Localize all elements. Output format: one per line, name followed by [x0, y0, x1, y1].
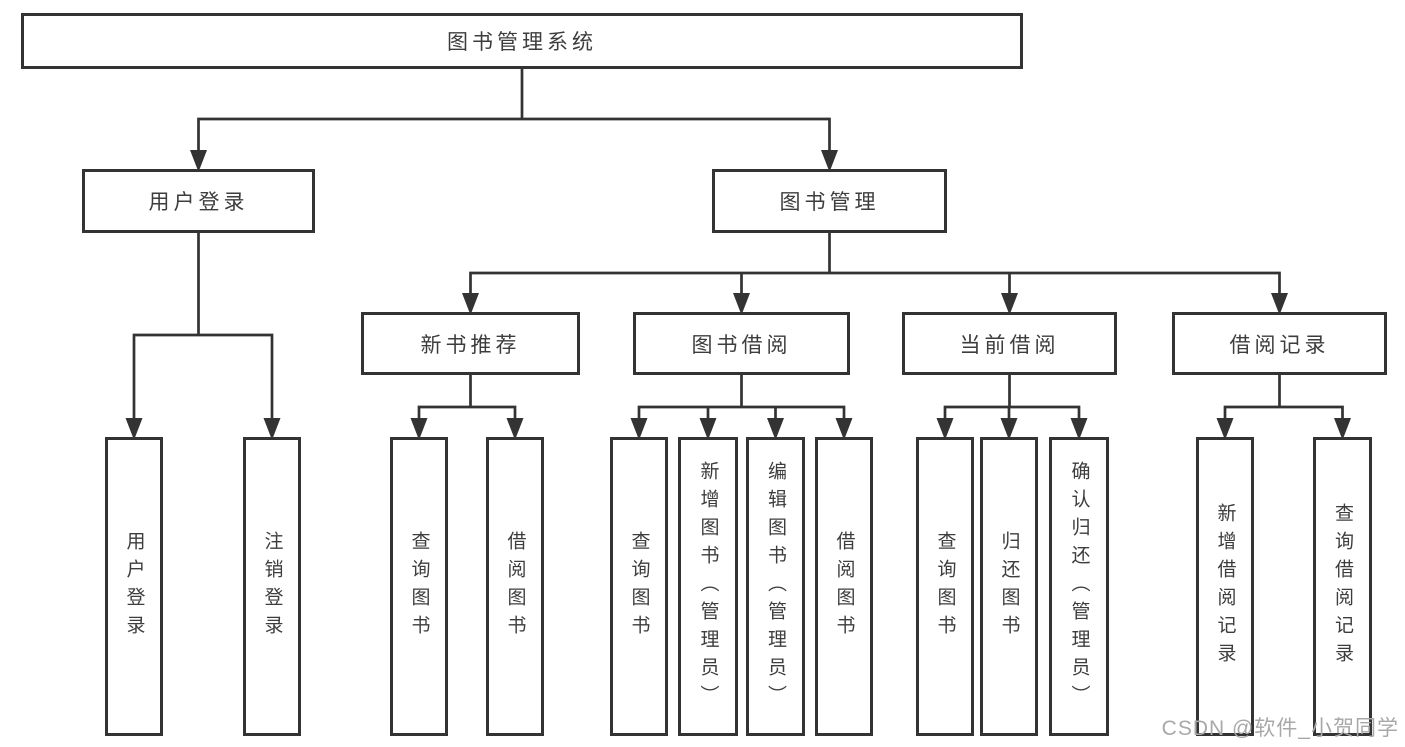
arrowhead-icon — [821, 150, 838, 172]
arrowhead-icon — [1216, 418, 1234, 440]
arrowhead-icon — [506, 418, 524, 440]
node-leaf-logout: 注销登录 — [243, 437, 301, 736]
arrowhead-icon — [936, 418, 954, 440]
node-leaf-query-book-rec: 查询图书 — [390, 437, 448, 736]
node-user-login: 用户登录 — [82, 169, 315, 233]
node-leaf-add-book: 新增图书（管理员） — [678, 437, 738, 736]
arrowhead-icon — [835, 418, 853, 440]
arrowhead-icon — [767, 418, 784, 440]
node-leaf-borrow-book: 借阅图书 — [815, 437, 873, 736]
arrowhead-icon — [699, 418, 717, 440]
arrowhead-icon — [1000, 418, 1018, 440]
arrowhead-icon — [1070, 418, 1088, 440]
node-current-borrow: 当前借阅 — [902, 312, 1117, 375]
node-borrow-record: 借阅记录 — [1172, 312, 1387, 375]
node-book-borrow: 图书借阅 — [633, 312, 850, 375]
node-leaf-return-book: 归还图书 — [980, 437, 1038, 736]
node-leaf-confirm-return: 确认归还（管理员） — [1049, 437, 1109, 736]
arrowhead-icon — [190, 150, 207, 172]
watermark-text: CSDN @软件_小贺同学 — [1161, 717, 1399, 740]
node-leaf-borrow-book-rec: 借阅图书 — [486, 437, 544, 736]
arrowhead-icon — [263, 418, 281, 440]
node-leaf-user-login: 用户登录 — [105, 437, 163, 736]
arrowhead-icon — [733, 293, 750, 315]
node-new-book-rec: 新书推荐 — [361, 312, 580, 375]
arrowhead-icon — [125, 418, 143, 440]
arrowhead-icon — [1001, 293, 1018, 315]
arrowhead-icon — [630, 418, 648, 440]
node-leaf-query-borrow-record: 查询借阅记录 — [1313, 437, 1372, 736]
arrowhead-icon — [1334, 418, 1351, 440]
node-root: 图书管理系统 — [21, 13, 1023, 69]
node-book-mgmt: 图书管理 — [712, 169, 947, 233]
arrowhead-icon — [410, 418, 428, 440]
arrowhead-icon — [1271, 293, 1288, 315]
node-leaf-query-book-borrow: 查询图书 — [610, 437, 668, 736]
node-leaf-add-borrow-record: 新增借阅记录 — [1196, 437, 1254, 736]
node-leaf-query-book-current: 查询图书 — [916, 437, 974, 736]
arrowhead-icon — [462, 293, 479, 315]
node-leaf-edit-book: 编辑图书（管理员） — [746, 437, 805, 736]
